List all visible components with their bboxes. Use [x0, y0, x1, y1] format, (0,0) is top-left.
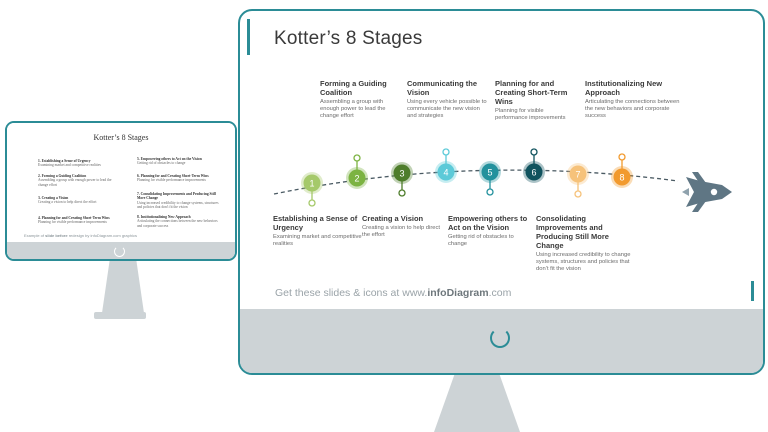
stage-number: 5	[487, 168, 492, 178]
before-item: 5. Empowering others to Act on the Visio…	[137, 157, 202, 166]
power-icon	[490, 328, 510, 348]
before-footer: Example of slide before redesign by info…	[24, 233, 137, 238]
stage-pin	[486, 188, 494, 196]
stage-title: Creating a Vision	[362, 214, 424, 223]
stage-node	[437, 163, 455, 181]
stage-node	[481, 163, 499, 181]
stage-description: Examining market and competitive realiti…	[273, 234, 362, 247]
before-monitor-stand	[102, 261, 144, 313]
before-monitor-base	[94, 312, 146, 319]
stage-title: Communicating the Vision	[407, 79, 478, 97]
before-slide-title: Kotter’s 8 Stages	[93, 133, 149, 142]
before-item: 3. Creating a Vision Creating a vision t…	[38, 196, 97, 205]
stage-description: Creating a vision to help direct the eff…	[362, 225, 440, 238]
stage-node	[569, 165, 587, 183]
stage-node	[303, 174, 321, 192]
stage-pin	[618, 153, 626, 161]
power-icon	[114, 246, 125, 257]
stage-description: Articulating the connections between the…	[585, 99, 680, 119]
accent-bar-left	[247, 19, 250, 55]
stage-number: 4	[443, 168, 448, 178]
stage-number: 8	[619, 173, 624, 183]
stage-label-7: Consolidating Improvements and Producing…	[536, 214, 634, 273]
accent-bar-right	[751, 281, 754, 301]
footer-text: Get these slides & icons at www.infoDiag…	[275, 287, 512, 299]
stage-title: Empowering others to Act on the Vision	[448, 214, 528, 232]
stage-title: Establishing a Sense of Urgency	[273, 214, 358, 232]
stage-title: Planning for and Creating Short-Term Win…	[495, 79, 568, 106]
stage-label-6: Planning for and Creating Short-Term Win…	[495, 79, 573, 122]
stage-description: Assembling a group with enough power to …	[320, 99, 386, 119]
before-item: 6. Planning for and Creating Short-Term …	[137, 174, 209, 183]
stage-description: Planning for visible performance improve…	[495, 108, 566, 121]
stage-number: 3	[399, 169, 404, 179]
before-item: 7. Consolidating Improvements and Produc…	[137, 192, 219, 210]
stage-pin	[308, 199, 316, 207]
stage-node	[393, 164, 411, 182]
stage-description: Getting rid of obstacles to change	[448, 234, 514, 247]
slide-title: Kotter’s 8 Stages	[274, 28, 423, 49]
stage-title: Institutionalizing New Approach	[585, 79, 663, 97]
stage-node	[348, 169, 366, 187]
before-item: 2. Forming a Guiding Coalition Assemblin…	[38, 174, 112, 187]
stage-pin	[574, 190, 582, 198]
stage-node	[613, 168, 631, 186]
roadmap-graphic: 1 2 3 4 5 6 7 8	[273, 148, 732, 212]
stage-number: 1	[309, 179, 314, 189]
stage-description: Using every vehicle possible to communic…	[407, 99, 487, 119]
stage-pin	[353, 154, 361, 162]
before-item: 4. Planning for and Creating Short-Term …	[38, 216, 110, 225]
before-item: 1. Establishing a Sense of Urgency Exami…	[38, 159, 101, 168]
after-monitor-stand	[434, 374, 520, 432]
stage-description: Using increased credibility to change sy…	[536, 252, 631, 272]
stage-title: Consolidating Improvements and Producing…	[536, 214, 609, 250]
after-monitor: Kotter’s 8 Stages 1 2 3 4 5 6 7 8 Establishing …	[238, 9, 765, 375]
stage-pin	[398, 189, 406, 197]
stage-number: 7	[575, 170, 580, 180]
stage-node	[525, 163, 543, 181]
stage-number: 2	[354, 174, 359, 184]
stage-title: Forming a Guiding Coalition	[320, 79, 387, 97]
before-item: 8. Institutionalizing New Approach Artic…	[137, 215, 218, 228]
stage-pin	[442, 148, 450, 156]
before-slide: Kotter’s 8 Stages 1. Establishing a Sens…	[7, 123, 235, 242]
before-monitor: Kotter’s 8 Stages 1. Establishing a Sens…	[5, 121, 237, 261]
rocket-icon	[682, 172, 732, 212]
stage-number: 6	[531, 168, 536, 178]
stage-pin	[530, 148, 538, 156]
